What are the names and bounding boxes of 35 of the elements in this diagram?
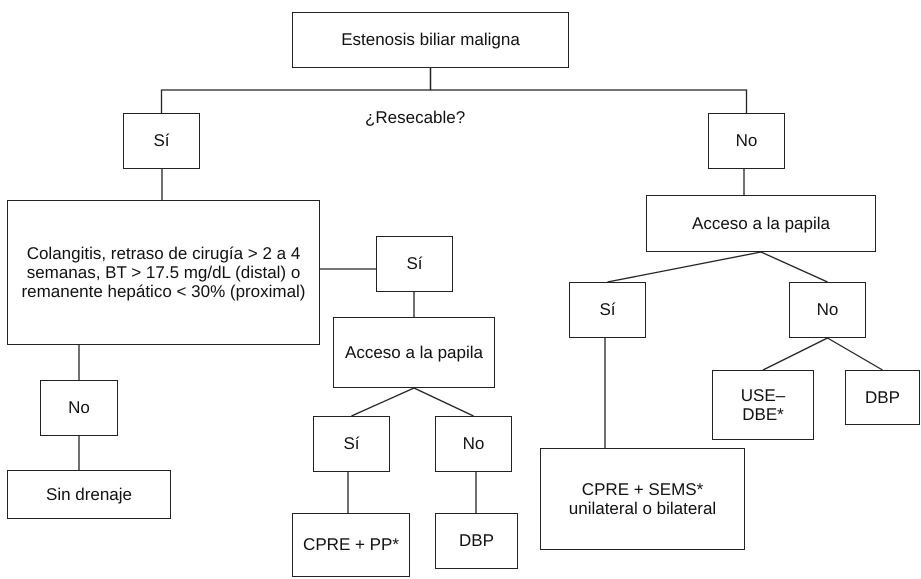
flowchart-box: CPRE + SEMS* unilateral o bilateral bbox=[540, 448, 745, 550]
flowchart-box: Sin drenaje bbox=[7, 470, 171, 519]
flowchart-box: Acceso a la papila bbox=[333, 317, 495, 388]
flowchart-box: No bbox=[435, 416, 512, 472]
connector-line bbox=[78, 436, 80, 470]
flowchart-box: No bbox=[40, 380, 118, 436]
flowchart-box: DBP bbox=[435, 513, 518, 569]
flowchart-box: USE– DBE* bbox=[712, 370, 814, 440]
connector-line bbox=[347, 472, 349, 513]
flowchart-box: Colangitis, retraso de cirugía > 2 a 4 semanas, BT > 17.5 mg/dL (distal) o remanente hepático < 30% (proximal) bbox=[7, 200, 320, 345]
flowchart-box: No bbox=[708, 113, 785, 169]
connector-line bbox=[430, 68, 748, 113]
flowchart-box: CPRE + PP* bbox=[292, 513, 410, 577]
flowchart-box: Sí bbox=[376, 236, 453, 292]
connector-line bbox=[743, 169, 745, 195]
connector-line bbox=[413, 292, 415, 317]
flowchart-box: Sí bbox=[313, 416, 390, 472]
connector-line bbox=[351, 387, 414, 417]
connector-line bbox=[320, 268, 376, 270]
flowchart-box: Estenosis biliar maligna bbox=[292, 12, 569, 68]
connector-line bbox=[414, 387, 474, 417]
connector-line bbox=[475, 472, 477, 513]
flowchart-box: Acceso a la papila bbox=[646, 195, 876, 252]
connector-line bbox=[161, 169, 163, 200]
flowchart-box: No bbox=[789, 282, 866, 338]
connector-line bbox=[607, 251, 762, 283]
connector-line bbox=[762, 337, 828, 371]
connector-line bbox=[827, 337, 883, 371]
connector-line bbox=[78, 345, 80, 380]
connector-line bbox=[604, 338, 606, 448]
branch-question: ¿Resecable? bbox=[365, 108, 466, 128]
connector-line bbox=[760, 251, 828, 283]
flowchart-box: Sí bbox=[123, 113, 200, 169]
flowchart-box: DBP bbox=[845, 370, 920, 425]
flowchart-box: Sí bbox=[569, 282, 646, 338]
